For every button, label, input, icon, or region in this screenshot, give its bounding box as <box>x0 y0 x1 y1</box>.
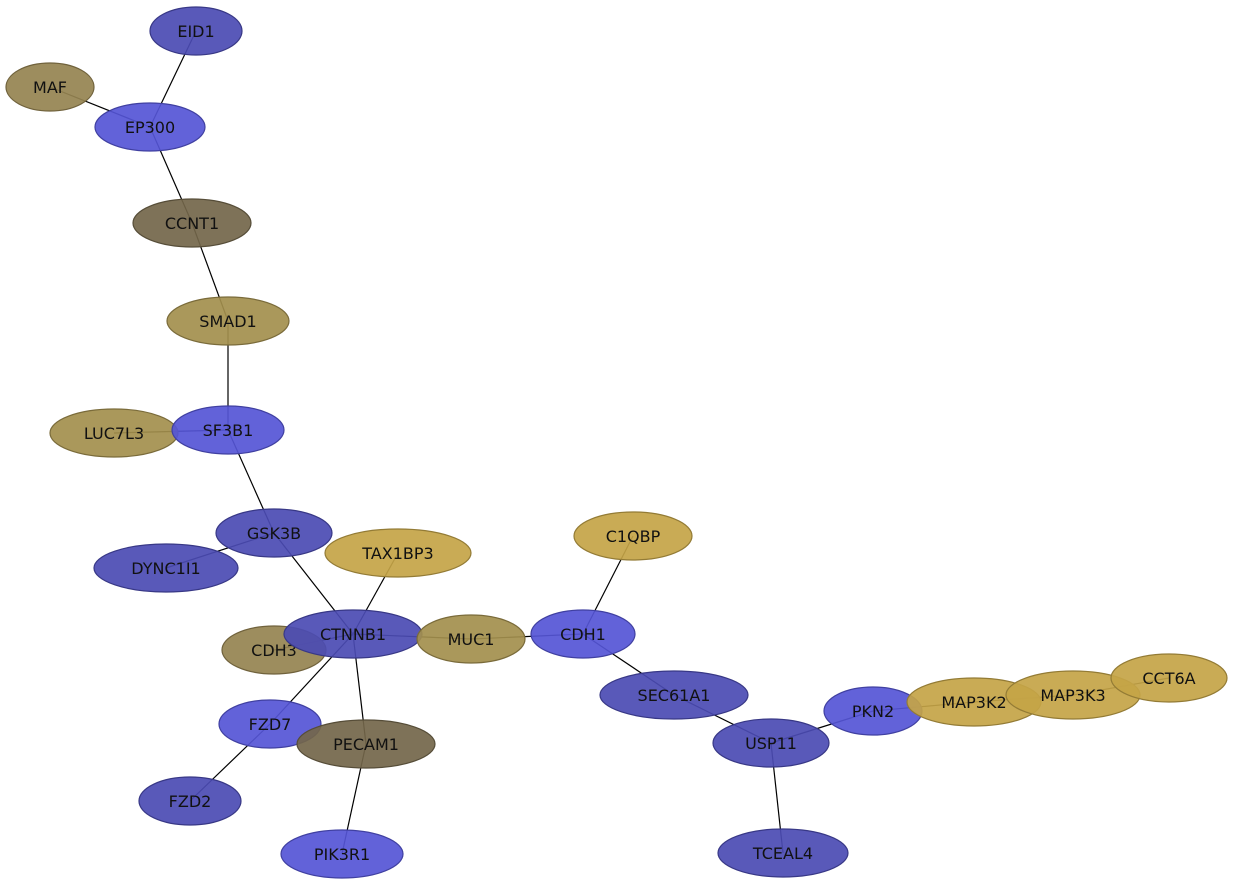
node-shape-usp11[interactable] <box>712 718 830 768</box>
node-shape-dync1i1[interactable] <box>93 543 239 593</box>
node-label-tceal4: TCEAL4 <box>752 844 813 863</box>
node-label-dync1i1: DYNC1I1 <box>131 559 200 578</box>
node-pecam1[interactable]: PECAM1 <box>296 719 436 769</box>
node-shape-fzd7[interactable] <box>218 699 322 749</box>
node-shape-fzd2[interactable] <box>138 776 242 826</box>
node-label-pkn2: PKN2 <box>852 702 894 721</box>
node-label-muc1: MUC1 <box>448 630 495 649</box>
node-label-fzd7: FZD7 <box>249 715 292 734</box>
node-usp11[interactable]: USP11 <box>712 718 830 768</box>
node-label-sec61a1: SEC61A1 <box>638 686 711 705</box>
node-shape-sf3b1[interactable] <box>171 405 285 455</box>
node-label-sf3b1: SF3B1 <box>203 421 254 440</box>
node-label-fzd2: FZD2 <box>169 792 212 811</box>
node-shape-c1qbp[interactable] <box>573 511 693 561</box>
node-label-tax1bp3: TAX1BP3 <box>361 544 433 563</box>
node-label-maf: MAF <box>33 78 67 97</box>
node-label-usp11: USP11 <box>745 734 797 753</box>
node-shape-tax1bp3[interactable] <box>324 528 472 578</box>
node-shape-tceal4[interactable] <box>717 828 849 878</box>
node-label-cct6a: CCT6A <box>1142 669 1195 688</box>
node-label-c1qbp: C1QBP <box>606 527 661 546</box>
node-label-pecam1: PECAM1 <box>333 735 399 754</box>
node-label-map3k2: MAP3K2 <box>941 693 1006 712</box>
node-fzd2[interactable]: FZD2 <box>138 776 242 826</box>
node-gsk3b[interactable]: GSK3B <box>215 508 333 558</box>
node-dync1i1[interactable]: DYNC1I1 <box>93 543 239 593</box>
node-label-ccnt1: CCNT1 <box>165 214 219 233</box>
node-maf[interactable]: MAF <box>5 62 95 112</box>
node-shape-pik3r1[interactable] <box>280 829 404 879</box>
node-eid1[interactable]: EID1 <box>149 6 243 56</box>
node-label-cdh1: CDH1 <box>560 625 606 644</box>
node-label-cdh3: CDH3 <box>251 641 297 660</box>
node-label-gsk3b: GSK3B <box>247 524 301 543</box>
node-label-ctnnb1: CTNNB1 <box>320 625 386 644</box>
node-map3k3[interactable]: MAP3K3 <box>1005 670 1141 720</box>
node-c1qbp[interactable]: C1QBP <box>573 511 693 561</box>
node-shape-ccnt1[interactable] <box>132 198 252 248</box>
node-shape-smad1[interactable] <box>166 296 290 346</box>
node-muc1[interactable]: MUC1 <box>416 614 526 664</box>
node-shape-cdh1[interactable] <box>530 609 636 659</box>
node-ep300[interactable]: EP300 <box>94 102 206 152</box>
node-label-map3k3: MAP3K3 <box>1040 686 1105 705</box>
node-shape-muc1[interactable] <box>416 614 526 664</box>
node-pkn2[interactable]: PKN2 <box>823 686 923 736</box>
node-ccnt1[interactable]: CCNT1 <box>132 198 252 248</box>
node-label-luc7l3: LUC7L3 <box>84 424 144 443</box>
node-shape-maf[interactable] <box>5 62 95 112</box>
node-shape-pecam1[interactable] <box>296 719 436 769</box>
node-cct6a[interactable]: CCT6A <box>1110 653 1228 703</box>
node-shape-eid1[interactable] <box>149 6 243 56</box>
node-ctnnb1[interactable]: CTNNB1 <box>283 609 423 659</box>
node-cdh1[interactable]: CDH1 <box>530 609 636 659</box>
node-fzd7[interactable]: FZD7 <box>218 699 322 749</box>
node-pik3r1[interactable]: PIK3R1 <box>280 829 404 879</box>
node-shape-ep300[interactable] <box>94 102 206 152</box>
node-shape-cct6a[interactable] <box>1110 653 1228 703</box>
node-tceal4[interactable]: TCEAL4 <box>717 828 849 878</box>
node-label-eid1: EID1 <box>177 22 214 41</box>
node-shape-gsk3b[interactable] <box>215 508 333 558</box>
node-shape-sec61a1[interactable] <box>599 670 749 720</box>
node-label-pik3r1: PIK3R1 <box>314 845 370 864</box>
node-luc7l3[interactable]: LUC7L3 <box>49 408 179 458</box>
node-smad1[interactable]: SMAD1 <box>166 296 290 346</box>
node-tax1bp3[interactable]: TAX1BP3 <box>324 528 472 578</box>
node-label-smad1: SMAD1 <box>199 312 256 331</box>
node-sf3b1[interactable]: SF3B1 <box>171 405 285 455</box>
node-label-ep300: EP300 <box>125 118 175 137</box>
node-sec61a1[interactable]: SEC61A1 <box>599 670 749 720</box>
